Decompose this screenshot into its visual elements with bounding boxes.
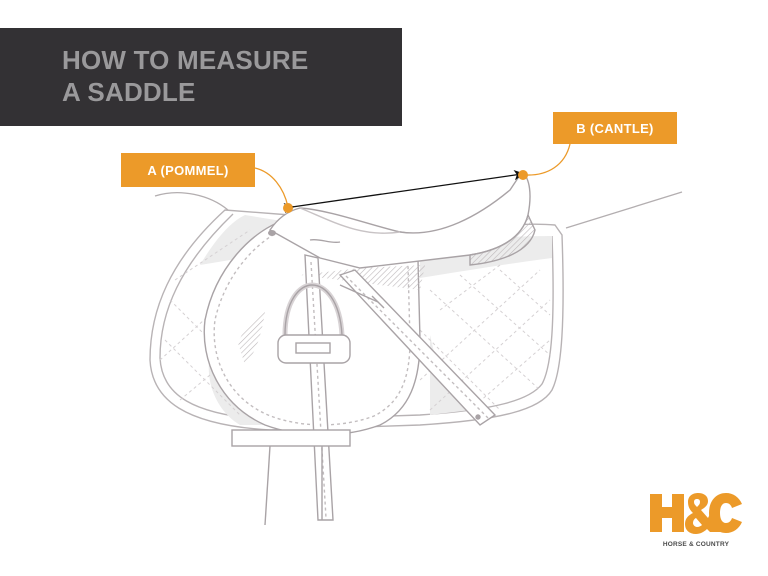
measurement-arrow [283,169,525,214]
horse-and-country-logo: HORSE & COUNTRY [648,490,744,554]
callout-leaders [254,143,571,208]
cantle-callout: B (CANTLE) [553,112,677,144]
title-line-1: HOW TO MEASURE [62,45,309,75]
title-banner: HOW TO MEASURE A SADDLE [0,28,402,126]
title-line-2: A SADDLE [62,77,196,107]
pommel-point [283,203,293,213]
horse-back-line [154,191,683,229]
cantle-point [518,170,528,180]
logo-wordmark: HORSE & COUNTRY [662,541,730,548]
girth-strap [231,269,497,526]
hc-logo-mark [650,493,742,534]
pommel-callout: A (POMMEL) [121,153,255,187]
